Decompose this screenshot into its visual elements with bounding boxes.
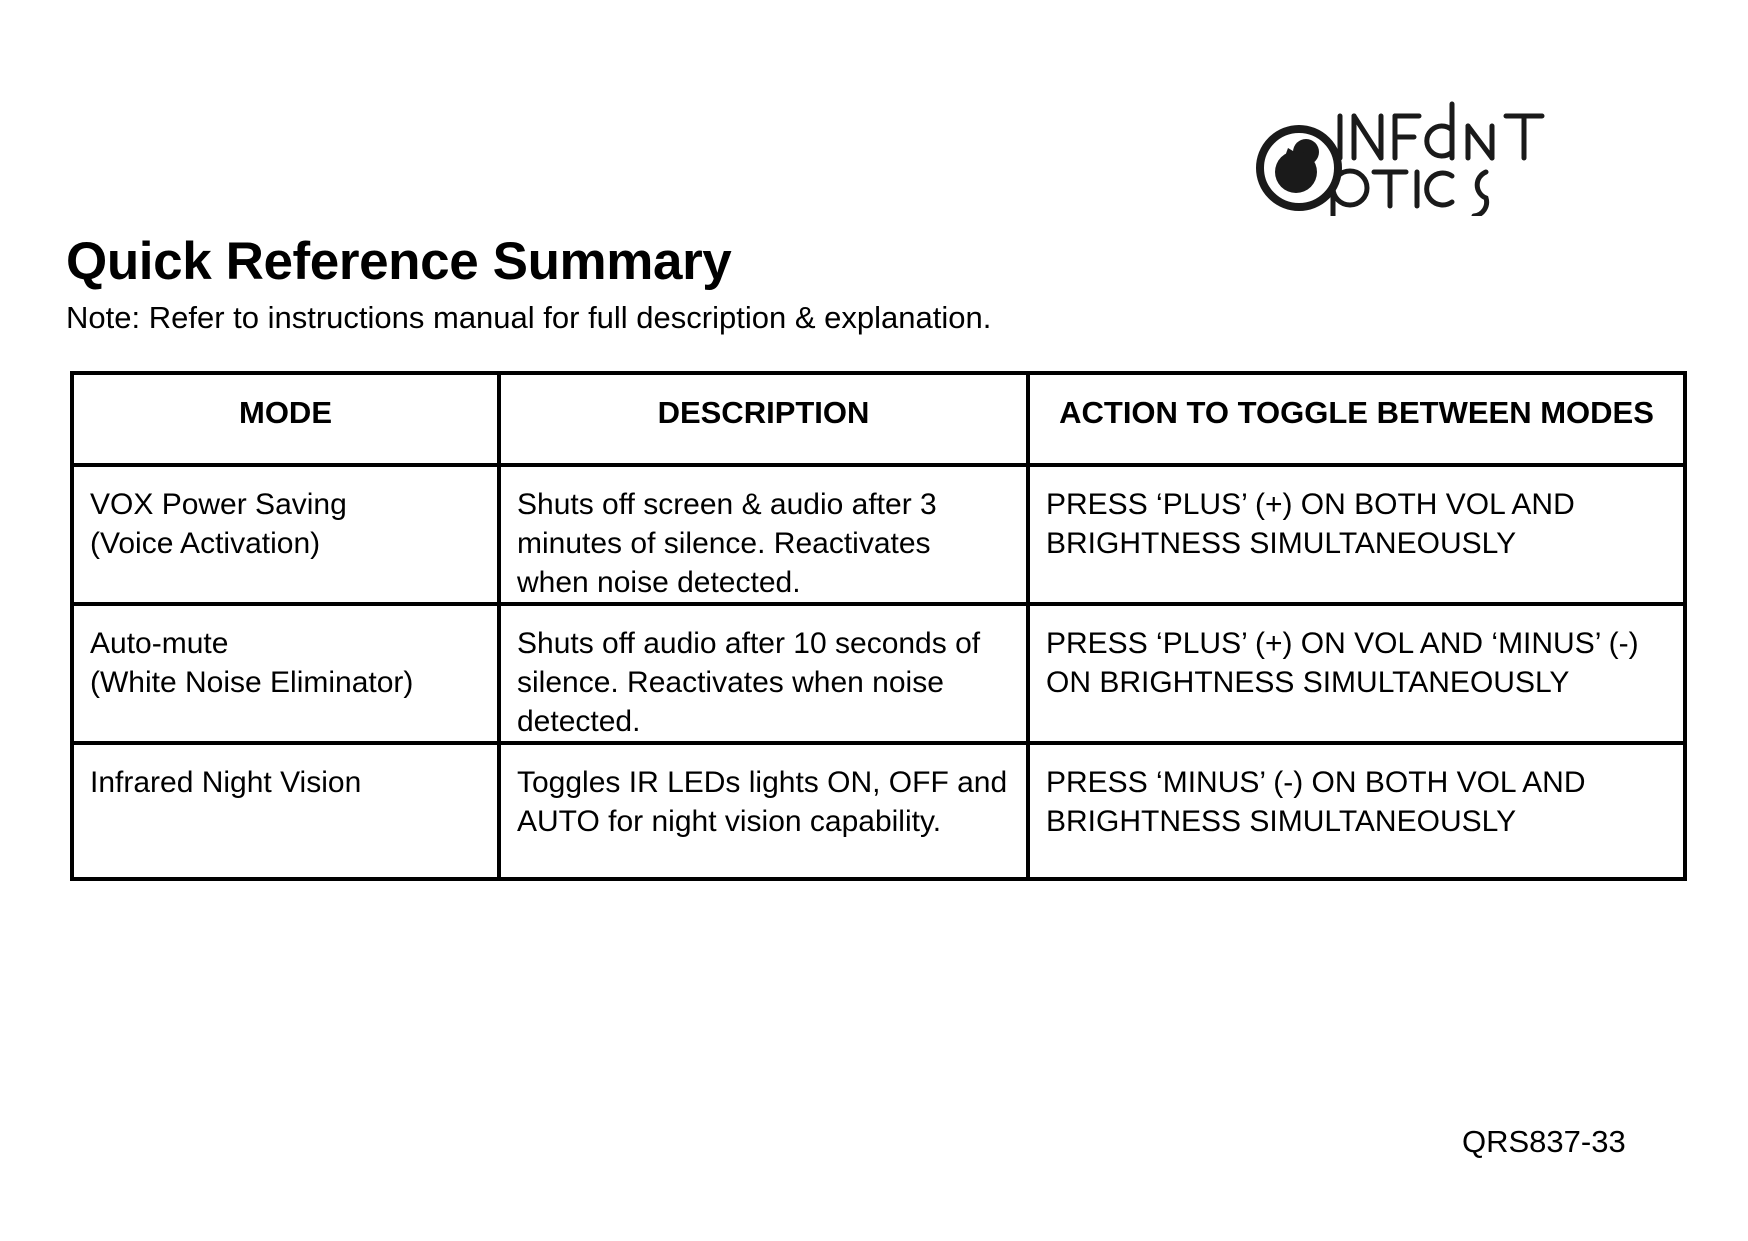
cell-action-text: PRESS ‘PLUS’ (+) ON VOL AND ‘MINUS’ (-) … — [1046, 627, 1639, 699]
table-row: Infrared Night Vision Toggles IR LEDs li… — [70, 741, 1687, 881]
logo-artwork — [1256, 101, 1545, 216]
table-body: VOX Power Saving (Voice Activation) Shut… — [70, 463, 1687, 881]
cell-mode-text: Infrared Night Vision — [90, 766, 362, 799]
cell-description: Shuts off screen & audio after 3 minutes… — [497, 463, 1030, 606]
page-note: Note: Refer to instructions manual for f… — [66, 300, 992, 335]
cell-description-text: Shuts off screen & audio after 3 minutes… — [517, 488, 937, 599]
page-title: Quick Reference Summary — [66, 231, 732, 291]
quick-reference-table-wrapper: MODE DESCRIPTION ACTION TO TOGGLE BETWEE… — [70, 371, 1687, 881]
table-row: VOX Power Saving (Voice Activation) Shut… — [70, 463, 1687, 606]
document-code: QRS837-33 — [1462, 1124, 1626, 1159]
baby-in-circle-icon — [1256, 125, 1342, 211]
column-header-description-label: DESCRIPTION — [657, 395, 870, 430]
cell-action: PRESS ‘PLUS’ (+) ON BOTH VOL AND BRIGHTN… — [1026, 463, 1687, 606]
column-header-mode-label: MODE — [239, 395, 332, 430]
cell-description: Toggles IR LEDs lights ON, OFF and AUTO … — [497, 741, 1030, 881]
table-header: MODE DESCRIPTION ACTION TO TOGGLE BETWEE… — [70, 371, 1687, 467]
cell-action: PRESS ‘PLUS’ (+) ON VOL AND ‘MINUS’ (-) … — [1026, 602, 1687, 745]
cell-description-text: Toggles IR LEDs lights ON, OFF and AUTO … — [517, 766, 1008, 838]
cell-description: Shuts off audio after 10 seconds of sile… — [497, 602, 1030, 745]
logo-wordmark-optics — [1330, 168, 1490, 216]
cell-mode: VOX Power Saving (Voice Activation) — [70, 463, 501, 606]
cell-mode-text: VOX Power Saving (Voice Activation) — [90, 488, 347, 560]
logo-wordmark-infant — [1337, 101, 1545, 161]
table-header-row: MODE DESCRIPTION ACTION TO TOGGLE BETWEE… — [70, 371, 1687, 467]
column-header-action: ACTION TO TOGGLE BETWEEN MODES — [1026, 371, 1687, 467]
cell-action-text: PRESS ‘PLUS’ (+) ON BOTH VOL AND BRIGHTN… — [1046, 488, 1575, 560]
table-row: Auto-mute (White Noise Eliminator) Shuts… — [70, 602, 1687, 745]
column-header-action-label: ACTION TO TOGGLE BETWEEN MODES — [1059, 395, 1654, 430]
cell-action: PRESS ‘MINUS’ (-) ON BOTH VOL AND BRIGHT… — [1026, 741, 1687, 881]
quick-reference-table: MODE DESCRIPTION ACTION TO TOGGLE BETWEE… — [70, 371, 1687, 881]
cell-mode: Infrared Night Vision — [70, 741, 501, 881]
column-header-description: DESCRIPTION — [497, 371, 1030, 467]
cell-mode-text: Auto-mute (White Noise Eliminator) — [90, 627, 414, 699]
cell-action-text: PRESS ‘MINUS’ (-) ON BOTH VOL AND BRIGHT… — [1046, 766, 1586, 838]
cell-mode: Auto-mute (White Noise Eliminator) — [70, 602, 501, 745]
column-header-mode: MODE — [70, 371, 501, 467]
cell-description-text: Shuts off audio after 10 seconds of sile… — [517, 627, 981, 738]
infant-optics-logo — [1254, 96, 1554, 216]
